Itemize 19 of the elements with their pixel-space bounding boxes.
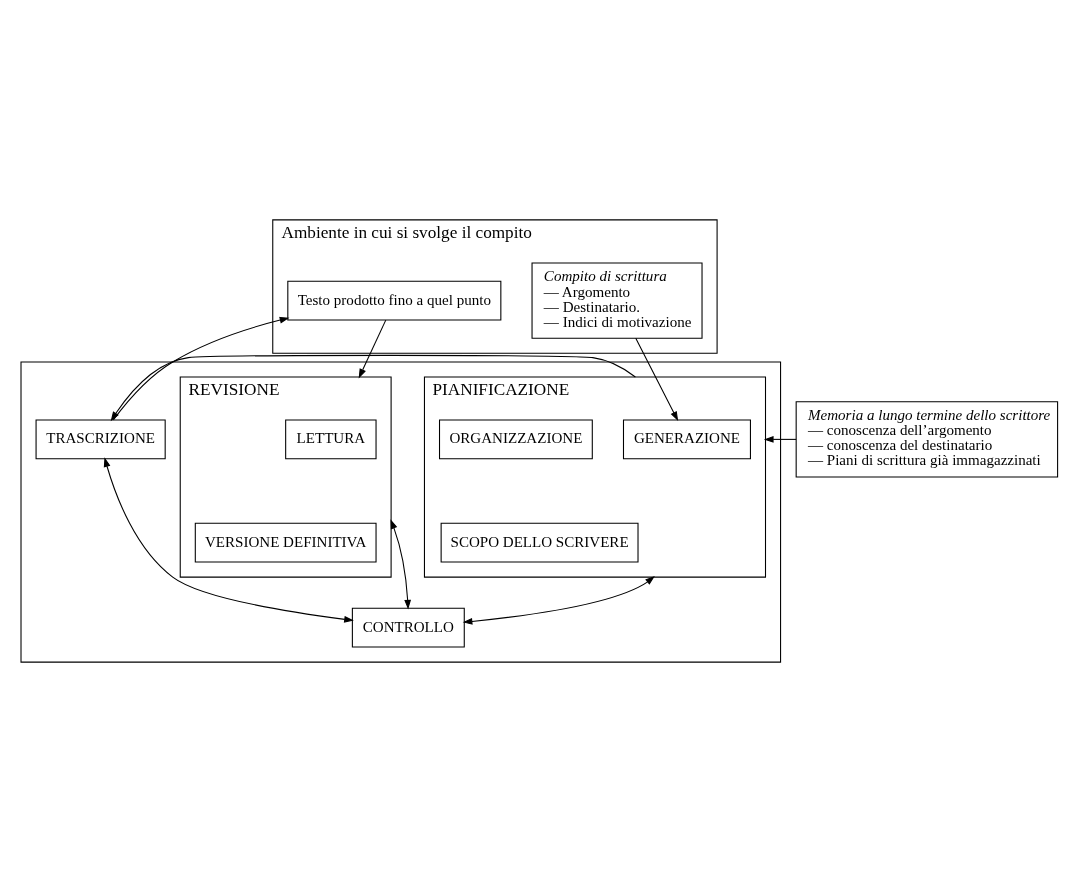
node-box: ORGANIZZAZIONE [438, 418, 593, 459]
node-box: LETTURA [285, 418, 377, 459]
arrow [462, 575, 655, 625]
node-box: VERSIONE DEFINITIVA [194, 522, 377, 563]
arrow [110, 354, 636, 421]
node-box: Compito di scrittura — Argomento — Destinatario. — Indici di motivazione [531, 261, 703, 339]
arrow [103, 456, 354, 623]
node-box: CONTROLLO [351, 607, 465, 648]
node-box: Testo prodotto fino a quel punto [287, 280, 502, 320]
cluster [20, 360, 782, 663]
arrow [763, 435, 797, 443]
node-box: SCOPO DELLO SCRIVERE [440, 522, 639, 563]
node-box: Memoria a lungo termine dello scrittore — conoscenza dell’argomento — conoscenza del destinatario — Piani di scrittura già immagazzinati [795, 400, 1059, 478]
arrow [635, 337, 679, 421]
node-box: GENERAZIONE [622, 418, 751, 459]
node-box: TRASCRIZIONE [35, 418, 166, 459]
arrow [112, 316, 290, 420]
arrow [390, 518, 412, 610]
arrow [358, 319, 387, 378]
